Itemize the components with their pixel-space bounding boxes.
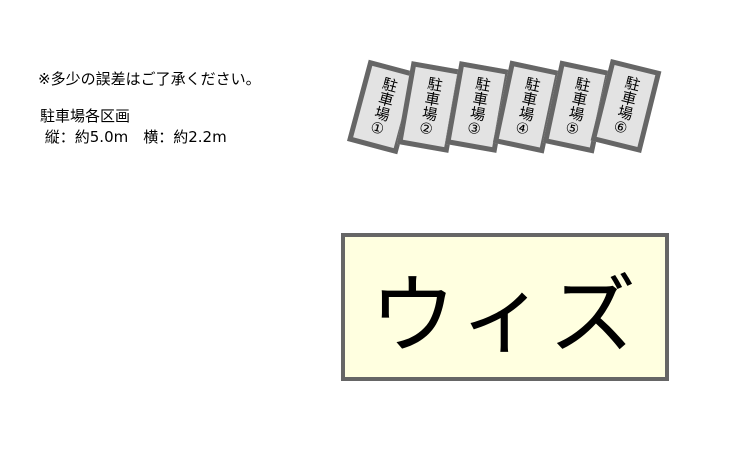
building-wiz: ウィズ <box>341 233 669 381</box>
slot-number: ① <box>368 117 387 139</box>
parking-dimensions: 縦：約5.0m 横：約2.2m <box>40 128 227 146</box>
slot-number: ⑤ <box>563 118 581 139</box>
disclaimer-note: ※多少の誤差はご了承ください。 <box>38 70 261 88</box>
parking-info: 駐車場各区画 縦：約5.0m 横：約2.2m <box>40 106 227 148</box>
slot-number: ④ <box>513 118 531 139</box>
slot-number: ② <box>417 118 435 139</box>
slot-number: ⑥ <box>611 116 630 138</box>
slot-label: 駐車場 <box>515 74 543 123</box>
slot-label: 駐車場 <box>614 73 643 122</box>
slot-label: 駐車場 <box>419 74 445 123</box>
parking-info-title: 駐車場各区画 <box>40 107 131 125</box>
slot-label: 駐車場 <box>371 74 401 123</box>
building-name: ウィズ <box>370 265 640 366</box>
slot-number: ③ <box>465 118 483 139</box>
slot-label: 駐車場 <box>467 74 493 123</box>
slot-label: 駐車場 <box>565 74 593 123</box>
